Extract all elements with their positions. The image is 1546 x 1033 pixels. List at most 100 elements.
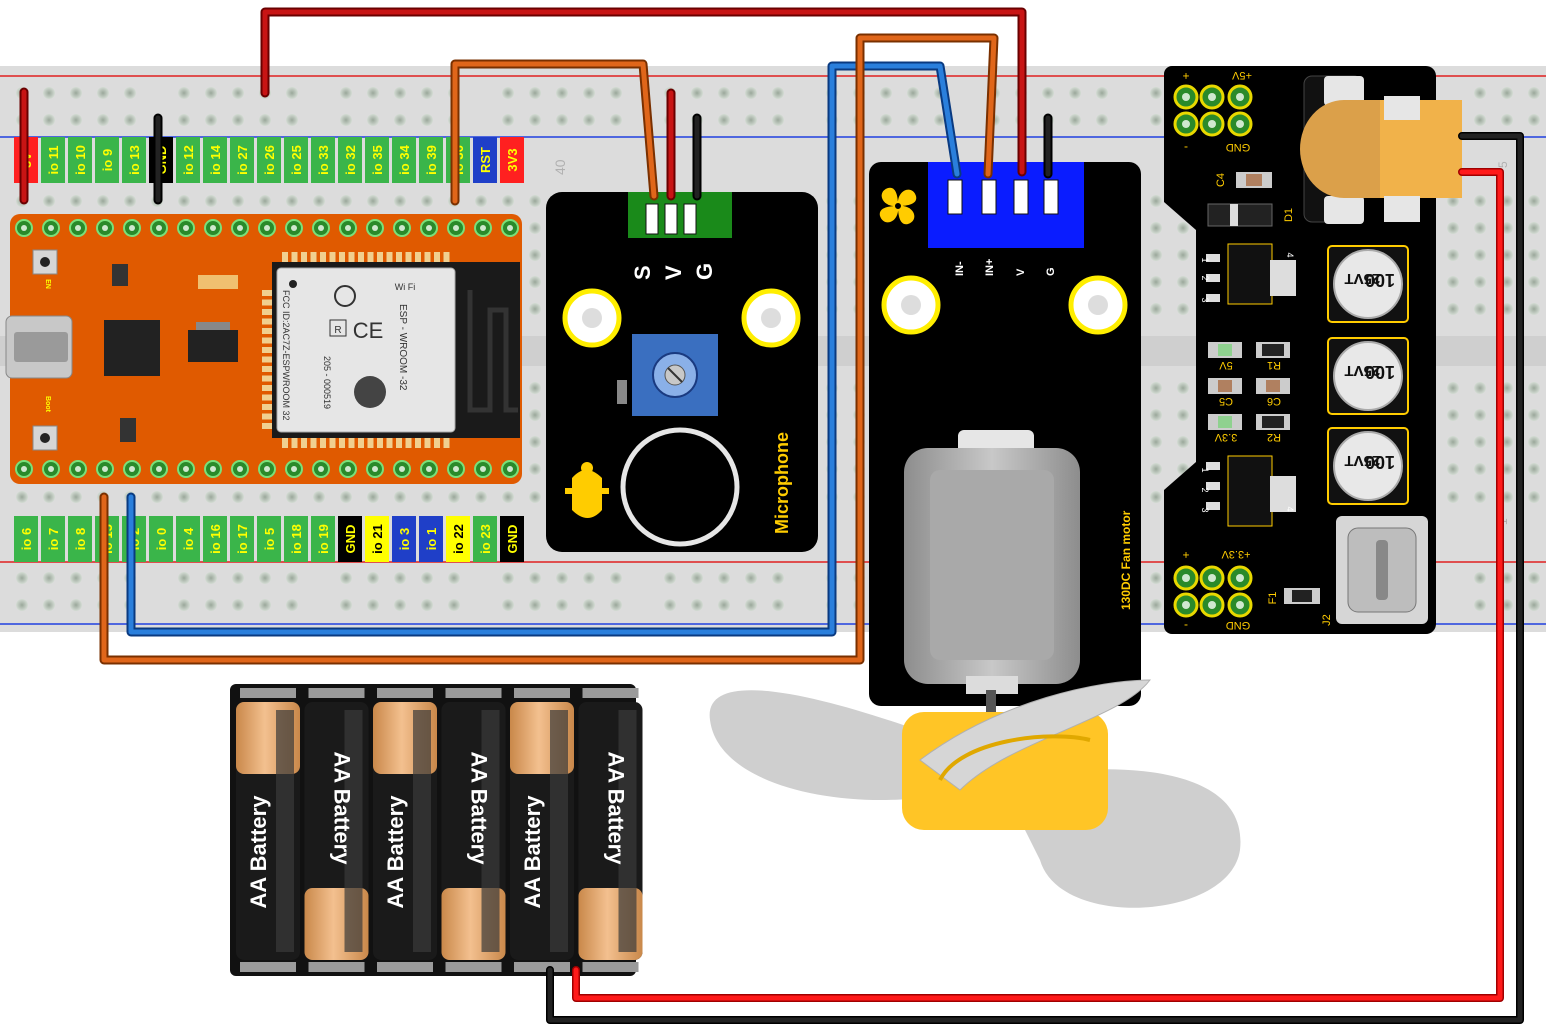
- module-pad: [358, 438, 364, 448]
- bottom-pin-15: io 1: [419, 516, 443, 562]
- top-pin-label: io 32: [343, 145, 358, 175]
- fan-hole-inner-left: [901, 295, 921, 315]
- esp32-pin-center: [237, 466, 243, 472]
- top-pin-label: io 26: [262, 145, 277, 175]
- esp32-pin-center: [318, 225, 324, 231]
- breadboard-hole: [16, 491, 28, 503]
- breadboard-hole: [205, 599, 217, 611]
- breadboard-hole: [529, 409, 541, 421]
- c6-label: C6: [1267, 395, 1281, 407]
- breadboard-hole: [1150, 436, 1162, 448]
- breadboard-hole: [1177, 409, 1189, 421]
- esp32-pin-center: [210, 225, 216, 231]
- battery-clip-top: [308, 688, 365, 698]
- bottom-pin-bg: [41, 516, 65, 562]
- breadboard-hole: [43, 572, 55, 584]
- breadboard-hole: [259, 599, 271, 611]
- regulator-pin-label: 3: [1200, 507, 1210, 512]
- esp32-pin-center: [291, 466, 297, 472]
- module-pad: [424, 252, 431, 262]
- top-pin-bg: [419, 137, 443, 183]
- bottom-pin-label: io 0: [154, 528, 169, 550]
- esp32-pin-center: [345, 466, 351, 472]
- mic-led-icon: [617, 380, 627, 404]
- boot-label: Boot: [44, 396, 51, 413]
- fan-module-label: 130DC Fan motor: [1119, 510, 1133, 610]
- top-pin-7: io 14: [203, 137, 227, 183]
- module-pad: [262, 404, 272, 410]
- breadboard-hole: [1150, 87, 1162, 99]
- bottom-pin-label: io 8: [73, 528, 88, 550]
- breadboard-hole: [232, 195, 244, 207]
- esp32-pin-center: [75, 225, 81, 231]
- breadboard-hole: [1447, 276, 1459, 288]
- breadboard-hole: [772, 87, 784, 99]
- esp32-pin-center: [129, 466, 135, 472]
- top-pin-label: io 9: [100, 149, 115, 171]
- breadboard-hole: [502, 599, 514, 611]
- breadboard-hole: [421, 572, 433, 584]
- breadboard-hole: [232, 114, 244, 126]
- breadboard-hole: [1474, 114, 1486, 126]
- r-mark: R: [334, 325, 341, 336]
- top-pin-bg: [365, 137, 389, 183]
- bottom-pin-label: io 5: [262, 528, 277, 550]
- en-button-cap[interactable]: [40, 257, 50, 267]
- module-pad: [443, 252, 450, 262]
- breadboard-hole: [1177, 303, 1189, 315]
- breadboard-hole: [475, 195, 487, 207]
- fan-propeller-icon: [709, 679, 1241, 908]
- module-pad: [291, 438, 298, 448]
- capacitor-text: 25V: [1354, 452, 1381, 469]
- breadboard-hole: [340, 599, 352, 611]
- breadboard-hole: [475, 491, 487, 503]
- boot-button-cap[interactable]: [40, 433, 50, 443]
- breadboard-hole: [259, 491, 271, 503]
- usb-chip-icon: [104, 320, 160, 376]
- esp32-pin-center: [372, 466, 378, 472]
- breadboard-hole: [556, 599, 568, 611]
- power-pin-center: [1236, 120, 1244, 128]
- breadboard-hole: [1150, 382, 1162, 394]
- breadboard-hole: [1096, 87, 1108, 99]
- breadboard-hole: [394, 572, 406, 584]
- regulator-icon: [188, 330, 238, 362]
- top-pin-label: io 14: [208, 144, 223, 174]
- power-pin-center: [1208, 120, 1216, 128]
- battery-clip-bottom: [582, 962, 639, 972]
- top-pin-label: io 13: [127, 145, 142, 175]
- r-mark-box: [329, 319, 347, 337]
- aa-battery-cell: AA Battery: [441, 702, 506, 960]
- breadboard-hole: [286, 491, 298, 503]
- dc-jack-tab-bottom: [1384, 196, 1420, 222]
- breadboard-hole: [556, 572, 568, 584]
- bottom-pin-17: io 23: [473, 516, 497, 562]
- breadboard-hole: [1528, 436, 1540, 448]
- breadboard-hole: [772, 599, 784, 611]
- module-pad: [262, 423, 272, 429]
- breadboard-hole: [1042, 87, 1054, 99]
- breadboard-hole: [367, 491, 379, 503]
- fan-pin-label: IN-: [954, 261, 966, 276]
- breadboard-hole: [259, 114, 271, 126]
- breadboard-hole: [1528, 572, 1540, 584]
- top-pin-bg: [68, 137, 92, 183]
- breadboard-hole: [1501, 87, 1513, 99]
- breadboard-hole: [43, 599, 55, 611]
- bottom-pin-bg: [284, 516, 308, 562]
- breadboard-hole: [529, 87, 541, 99]
- battery-clip-top: [514, 688, 570, 698]
- bottom-pin-label: GND: [343, 525, 358, 554]
- breadboard-hole: [502, 114, 514, 126]
- module-pad: [348, 252, 355, 262]
- battery-clip-bottom: [240, 962, 296, 972]
- breadboard-hole: [502, 491, 514, 503]
- breadboard-hole: [529, 572, 541, 584]
- top-pin-label: io 34: [397, 144, 412, 174]
- top-pin-15: io 39: [419, 137, 443, 183]
- breadboard-hole: [178, 491, 190, 503]
- breadboard-hole: [151, 491, 163, 503]
- breadboard-hole: [448, 599, 460, 611]
- module-fcc: FCC ID:2AC7Z-ESPWROOM 32: [281, 290, 291, 421]
